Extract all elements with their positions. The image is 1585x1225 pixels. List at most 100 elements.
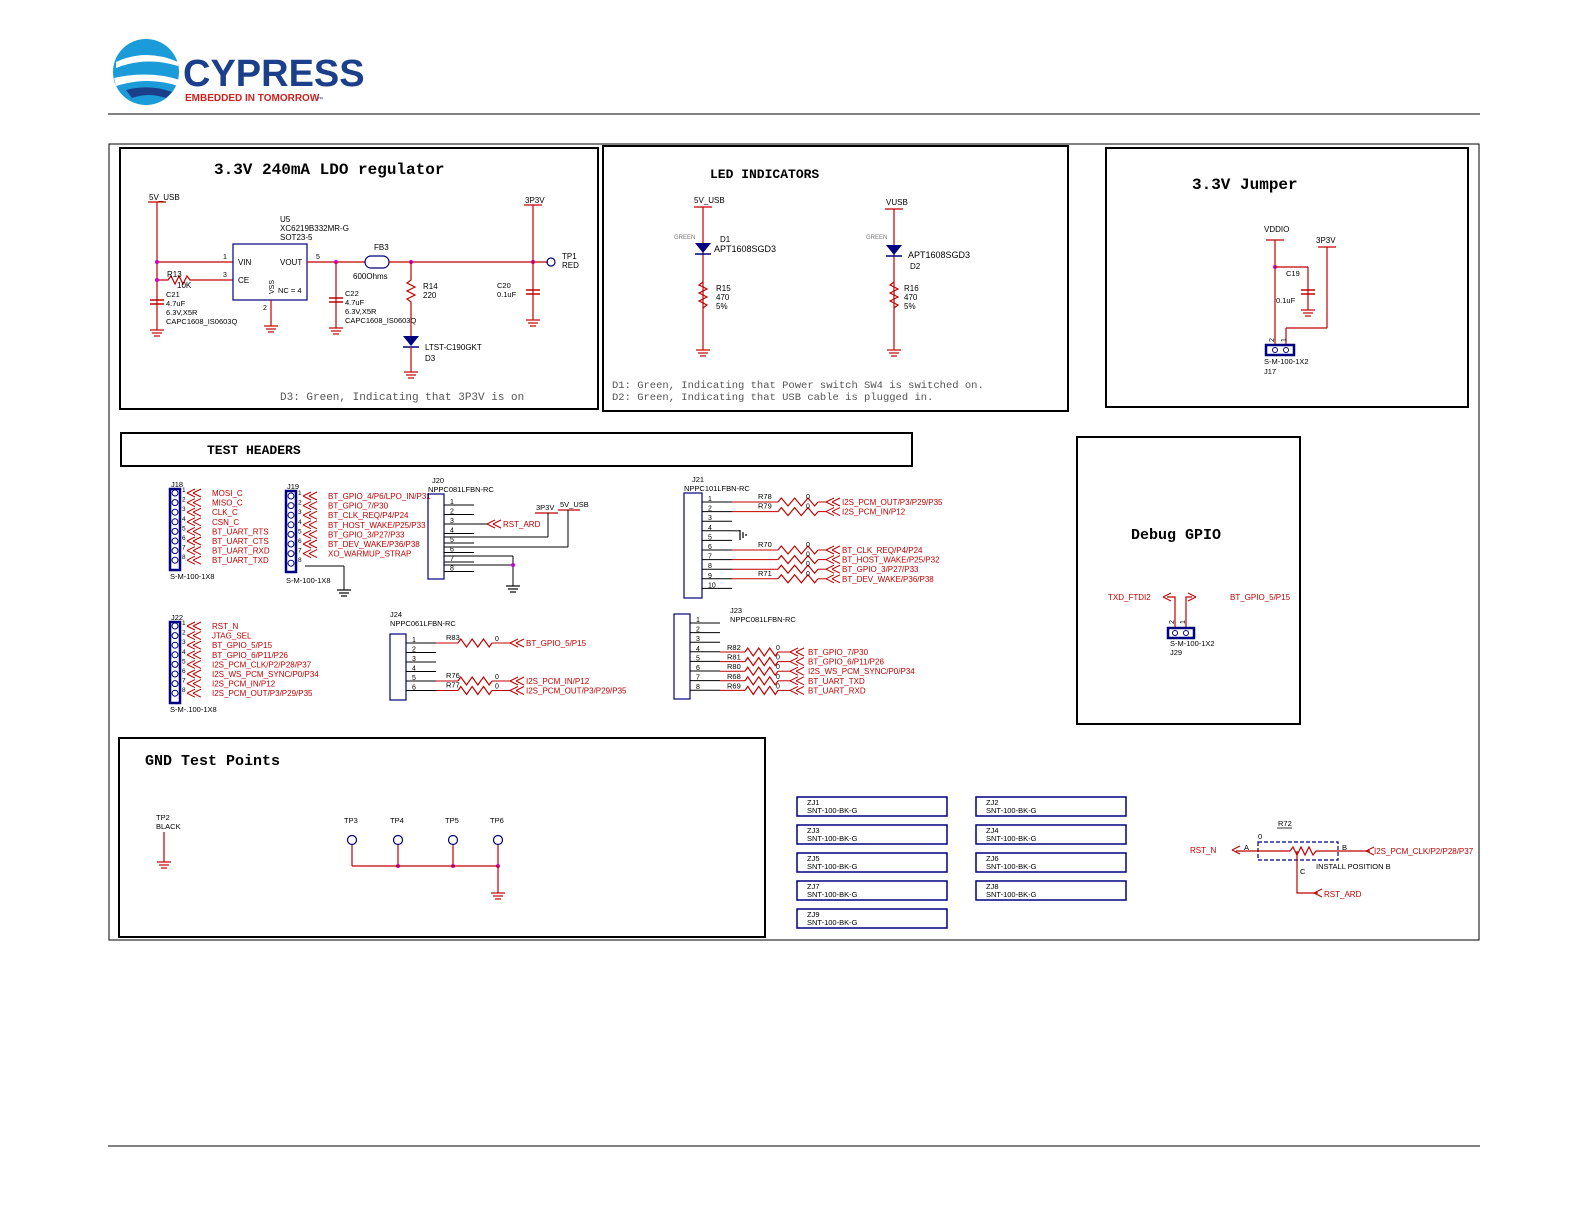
led-box: [602, 145, 1069, 412]
led-note-2: D2: Green, Indicating that USB cable is …: [612, 392, 933, 404]
c22-rating: 6.3V,X5R: [345, 307, 377, 316]
net-label: BT_GPIO_5/P15: [212, 641, 273, 650]
j17-pin-number: 1: [1281, 338, 1288, 342]
pin-number: 4: [182, 516, 186, 523]
resistor: [457, 675, 493, 687]
logo-swoosh-top: [116, 55, 178, 68]
header-pin: [171, 537, 179, 545]
c22-ref: C22: [345, 289, 359, 298]
resistor: [744, 685, 779, 696]
standoff-part: SNT-100-BK-G: [807, 806, 858, 815]
net-label: BT_CLK_REQ/P4/P24: [328, 511, 409, 520]
j24-ref: J24: [390, 610, 402, 619]
r13-resistor: [157, 274, 233, 286]
port-arrow: [509, 638, 525, 648]
standoff-part: SNT-100-BK-G: [986, 806, 1037, 815]
pin-number: 4: [696, 646, 700, 653]
r13-val: 10K: [177, 281, 192, 290]
net-label: BT_DEV_WAKE/P36/P38: [328, 540, 420, 549]
standoff-part: SNT-100-BK-G: [986, 890, 1037, 899]
pin-number: 7: [696, 675, 700, 682]
resistor-val: 0: [806, 571, 810, 578]
j29-pin-number: 2: [1169, 620, 1176, 624]
pin-number: 8: [298, 557, 302, 564]
j17-ref: J17: [1264, 367, 1276, 376]
port-arrow: [186, 536, 202, 546]
j20-net-5v: 5V_USB: [560, 500, 589, 509]
pin-number: 4: [298, 519, 302, 526]
net-label: I2S_PCM_OUT/P3/P29/P35: [212, 689, 313, 698]
ldo-box: [119, 147, 599, 410]
c21-rating: 6.3V,X5R: [166, 308, 198, 317]
standoff-part: SNT-100-BK-G: [807, 890, 858, 899]
header-pin: [171, 556, 179, 564]
net-label: BT_HOST_WAKE/P25/P33: [328, 521, 426, 530]
pin-number: 3: [696, 636, 700, 643]
logo-swoosh-mid: [114, 74, 180, 86]
net-label: BT_UART_TXD: [808, 677, 865, 686]
r72-selector: R72 0 RST_N A B I2S_PCM_CLK/P2/P28/P37 I…: [1190, 819, 1474, 899]
standoff-zj5: [796, 852, 948, 873]
resistor: [457, 685, 493, 696]
resistor: [777, 545, 819, 555]
c20-val: 0.1uF: [497, 290, 517, 299]
test-headers-title-box: [120, 432, 913, 467]
port-arrow: [789, 657, 805, 667]
port-arrow: [302, 529, 318, 539]
resistor-val: 0: [776, 664, 780, 671]
header-pin: [171, 527, 179, 535]
testpoint-ref: TP6: [490, 816, 504, 825]
net-label: BT_UART_RXD: [212, 547, 270, 556]
header-pin: [171, 651, 179, 659]
resistor: [744, 656, 779, 667]
pin-number: 1: [696, 617, 700, 624]
logo-tagline: EMBEDDED IN TOMORROW: [185, 93, 320, 104]
u5-pin-vout: VOUT: [280, 258, 302, 267]
resistor-val: 0: [806, 504, 810, 511]
header-pin: [287, 511, 295, 519]
port-arrow: [186, 669, 202, 679]
j18-part: S-M-100-1X8: [170, 572, 215, 581]
u5-pin-number: 1: [223, 254, 227, 261]
resistor: [457, 637, 493, 649]
port-arrow: [186, 650, 202, 660]
pin-number: 2: [298, 500, 302, 507]
r14-resistor: [405, 262, 417, 336]
resistor-val: 0: [776, 674, 780, 681]
port-arrow: [302, 539, 318, 549]
d1-part: APT1608SGD3: [714, 244, 776, 254]
resistor-ref: R80: [727, 662, 741, 671]
testpoint-ref: TP4: [390, 816, 404, 825]
resistor-val: 0: [806, 494, 810, 501]
standoff-ref: ZJ4: [986, 826, 999, 835]
r15-ref: R15: [716, 284, 731, 293]
resistor: [777, 564, 819, 575]
port-arrow: [186, 659, 202, 669]
header-pin: [287, 530, 295, 538]
standoff-ref: ZJ6: [986, 854, 999, 863]
net-label: JTAG_SEL: [212, 632, 252, 641]
net-label: BT_UART_TXD: [212, 556, 269, 565]
u5-pin-vss: VSS: [269, 280, 276, 294]
logo-globe-icon: [113, 39, 179, 105]
u5-nc-note: NC = 4: [278, 286, 302, 295]
pin-number: 5: [182, 525, 186, 532]
test-headers-title: TEST HEADERS: [207, 443, 301, 458]
jumper-net-vddio: VDDIO: [1264, 225, 1289, 234]
resistor: [744, 646, 779, 658]
r16-ref: R16: [904, 284, 919, 293]
ground-symbol: [329, 327, 343, 335]
port-arrow: [825, 507, 841, 517]
port-arrow: [509, 676, 525, 686]
r14-ref: R14: [423, 282, 438, 291]
resistor-ref: R81: [727, 653, 741, 662]
port-arrow: [302, 520, 318, 530]
standoff-ref: ZJ3: [807, 826, 820, 835]
header-pin: [287, 502, 295, 510]
resistor-val: 0: [806, 542, 810, 549]
port-arrow: [509, 686, 525, 695]
pin-number: 1: [450, 499, 454, 506]
port-arrow: [302, 491, 318, 501]
